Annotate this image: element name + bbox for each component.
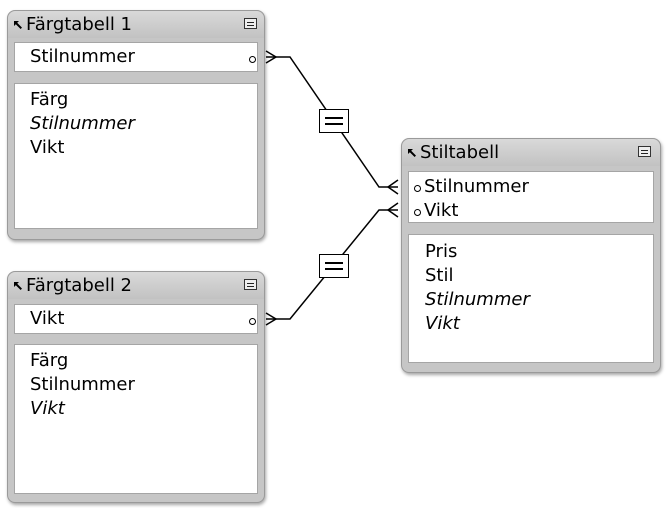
collapse-icon[interactable] (244, 18, 257, 29)
match-fields-panel: Vikt (14, 304, 258, 334)
arrow-up-left-icon (14, 282, 22, 290)
arrow-up-left-icon (14, 21, 22, 29)
other-fields-panel: Pris Stil Stilnummer Vikt (408, 234, 654, 363)
other-fields-panel: Färg Stilnummer Vikt (14, 344, 258, 494)
match-fields-panel: Stilnummer (14, 42, 258, 72)
arrow-up-left-icon (408, 149, 416, 157)
key-dot-icon (414, 209, 421, 216)
crowfoot-right-1 (386, 179, 399, 195)
field[interactable]: Stilnummer (425, 289, 530, 310)
match-field[interactable]: Vikt (424, 200, 459, 221)
field[interactable]: Färg (30, 89, 69, 110)
collapse-icon[interactable] (638, 146, 651, 157)
field[interactable]: Stilnummer (30, 374, 135, 395)
key-dot-icon (414, 185, 421, 192)
match-field[interactable]: Vikt (30, 308, 65, 329)
crowfoot-left-1 (265, 50, 278, 64)
table-title: Färgtabell 2 (26, 275, 133, 296)
key-dot-icon (249, 56, 256, 63)
table-fargtabell-2[interactable]: Färgtabell 2 Vikt Färg Stilnummer Vikt (7, 271, 265, 503)
field[interactable]: Pris (425, 241, 458, 262)
table-header[interactable]: Färgtabell 2 (8, 272, 264, 299)
key-dot-icon (249, 318, 256, 325)
field[interactable]: Stilnummer (30, 113, 135, 134)
field[interactable]: Färg (30, 350, 69, 371)
field[interactable]: Vikt (425, 313, 460, 334)
collapse-icon[interactable] (244, 279, 257, 290)
match-field[interactable]: Stilnummer (30, 46, 135, 67)
field[interactable]: Vikt (30, 398, 65, 419)
other-fields-panel: Färg Stilnummer Vikt (14, 83, 258, 229)
equals-icon[interactable] (319, 109, 349, 133)
table-fargtabell-1[interactable]: Färgtabell 1 Stilnummer Färg Stilnummer … (7, 10, 265, 240)
table-header[interactable]: Stiltabell (402, 139, 660, 166)
table-title: Färgtabell 1 (26, 14, 133, 35)
crowfoot-right-2 (386, 202, 399, 218)
table-title: Stiltabell (420, 142, 500, 163)
field[interactable]: Stil (425, 265, 454, 286)
match-fields-panel: Stilnummer Vikt (408, 171, 654, 223)
equals-icon[interactable] (319, 254, 349, 278)
table-stiltabell[interactable]: Stiltabell Stilnummer Vikt Pris Stil Sti… (401, 138, 661, 373)
table-header[interactable]: Färgtabell 1 (8, 11, 264, 38)
field[interactable]: Vikt (30, 137, 65, 158)
match-field[interactable]: Stilnummer (424, 176, 529, 197)
crowfoot-left-2 (265, 312, 278, 326)
